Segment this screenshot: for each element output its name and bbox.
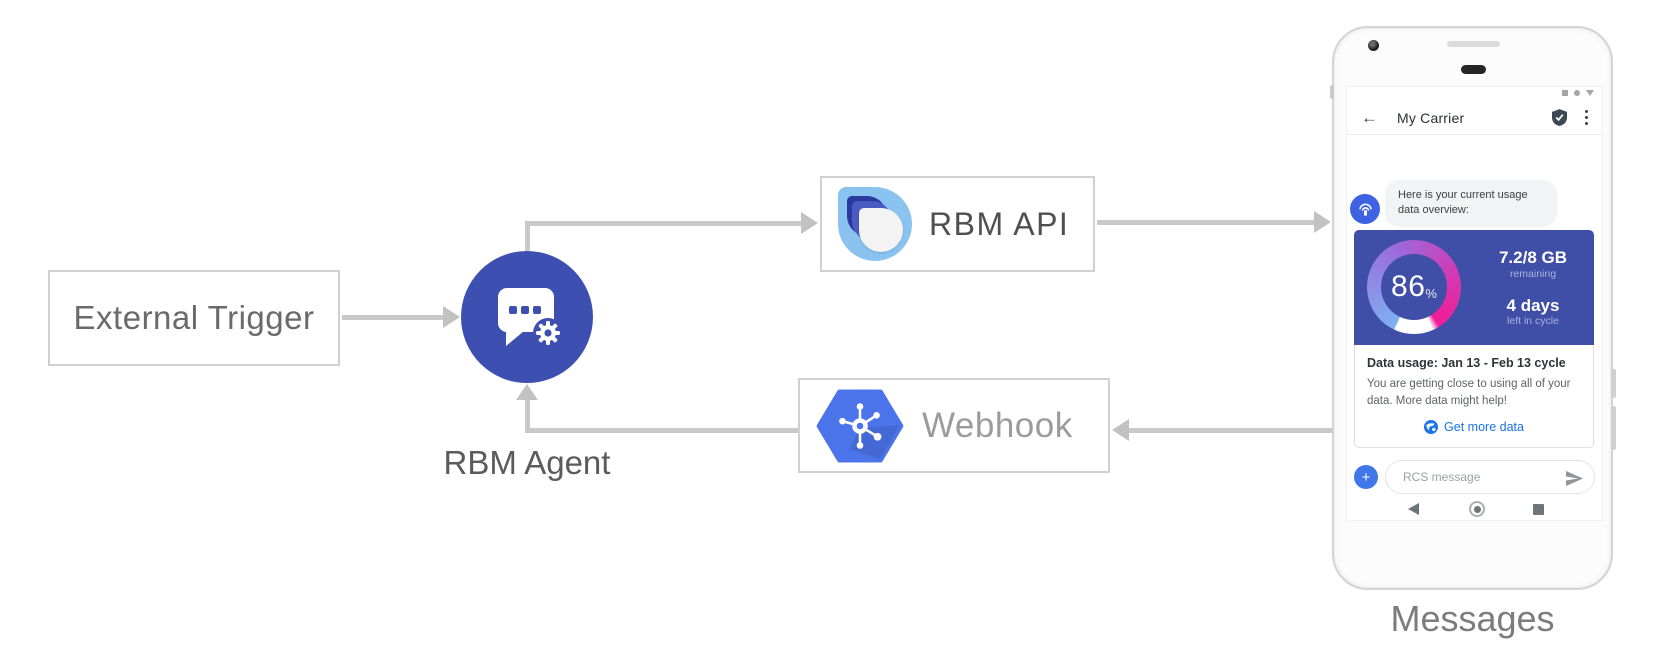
- volume-button: [1611, 406, 1616, 450]
- status-triangle-icon: [1586, 90, 1594, 96]
- status-circle-icon: [1574, 90, 1580, 96]
- arrow-line-api-to-phone: [1097, 220, 1315, 225]
- remaining-label: remaining: [1509, 267, 1557, 280]
- days-label: left in cycle: [1507, 315, 1559, 328]
- verified-badge-icon: [1551, 109, 1567, 126]
- usage-card-body: Data usage: Jan 13 - Feb 13 cycle You ar…: [1354, 345, 1594, 448]
- message-compose-bar: [1385, 460, 1595, 494]
- arrow-line-webhook-to-agent: [525, 428, 800, 433]
- external-trigger-box: External Trigger: [48, 270, 340, 366]
- gear-icon: [533, 318, 563, 348]
- globe-icon: [1424, 419, 1439, 434]
- webhook-box: Webhook: [798, 378, 1110, 473]
- arrow-line-agent-to-api: [525, 221, 802, 226]
- arrow-line-agent-up-return: [525, 397, 530, 430]
- remaining-value: 7.2/8 GB: [1498, 248, 1568, 268]
- arrowhead-api-to-phone: [1314, 211, 1331, 233]
- back-arrow-icon[interactable]: ←: [1361, 108, 1378, 127]
- usage-card-text: You are getting close to using all of yo…: [1367, 378, 1571, 407]
- rbm-api-label: RBM API: [929, 205, 1070, 242]
- plus-icon: +: [1361, 468, 1371, 486]
- rbm-logo-icon: [838, 187, 912, 261]
- phone-mockup: ← My Carrier Here is your current usage …: [1330, 26, 1616, 590]
- attach-plus-button[interactable]: +: [1354, 465, 1378, 489]
- speaker-grille: [1447, 41, 1500, 47]
- arrow-line-phone-to-webhook: [1128, 428, 1332, 433]
- gauge-percent-sign: %: [1425, 285, 1437, 301]
- hub-icon: [839, 402, 882, 449]
- usage-card-title: Data usage: Jan 13 - Feb 13 cycle: [1367, 356, 1566, 370]
- power-button: [1611, 369, 1616, 398]
- conversation-title: My Carrier: [1397, 109, 1465, 126]
- webhook-hexagon-icon: [816, 388, 904, 463]
- arrowhead-webhook-to-agent: [516, 384, 538, 400]
- arrow-line-agent-up: [525, 223, 530, 253]
- kebab-menu-icon[interactable]: [1583, 108, 1591, 128]
- usage-stats: 7.2/8 GB remaining 4 days left in cycle: [1472, 230, 1594, 345]
- arrowhead-trigger-to-agent: [443, 306, 460, 328]
- nav-recents-icon[interactable]: [1533, 504, 1544, 515]
- arrowhead-agent-to-api: [801, 212, 818, 234]
- donut-gauge: 86 %: [1367, 240, 1461, 334]
- send-icon[interactable]: [1566, 471, 1583, 486]
- agent-message-bubble: Here is your current usage data overview…: [1385, 180, 1557, 227]
- gauge-percent: 86: [1391, 270, 1426, 303]
- chat-bubble-gear-icon: [498, 288, 563, 348]
- conversation-header: ← My Carrier: [1347, 101, 1602, 134]
- usage-card-hero: 86 % 7.2/8 GB remaining 4 days left in c…: [1354, 230, 1594, 345]
- header-divider: [1347, 134, 1602, 135]
- antenna-icon: [1358, 203, 1372, 216]
- webhook-label: Webhook: [922, 405, 1073, 445]
- days-value: 4 days: [1506, 295, 1560, 315]
- rbm-agent-label: RBM Agent: [443, 444, 611, 481]
- agent-avatar: [1350, 194, 1380, 224]
- usage-rich-card: 86 % 7.2/8 GB remaining 4 days left in c…: [1354, 230, 1594, 448]
- arrow-line-trigger-to-agent: [342, 315, 444, 320]
- external-trigger-label: External Trigger: [73, 299, 315, 336]
- get-more-data-button[interactable]: Get more data: [1367, 419, 1581, 434]
- rbm-api-box: RBM API: [820, 176, 1095, 272]
- arrowhead-phone-to-webhook: [1112, 419, 1129, 441]
- nav-home-icon[interactable]: [1469, 501, 1485, 517]
- phone-screen: ← My Carrier Here is your current usage …: [1347, 87, 1602, 520]
- messages-caption: Messages: [1390, 598, 1555, 639]
- get-more-data-label: Get more data: [1444, 419, 1524, 434]
- nav-back-icon[interactable]: [1408, 503, 1419, 515]
- earpiece: [1461, 65, 1486, 74]
- sim-tray: [1330, 85, 1334, 99]
- rcs-message-input[interactable]: [1401, 463, 1561, 491]
- status-square-icon: [1562, 90, 1568, 96]
- front-camera-icon: [1368, 40, 1379, 51]
- rbm-agent-node: [461, 251, 593, 383]
- status-bar: [1562, 89, 1594, 97]
